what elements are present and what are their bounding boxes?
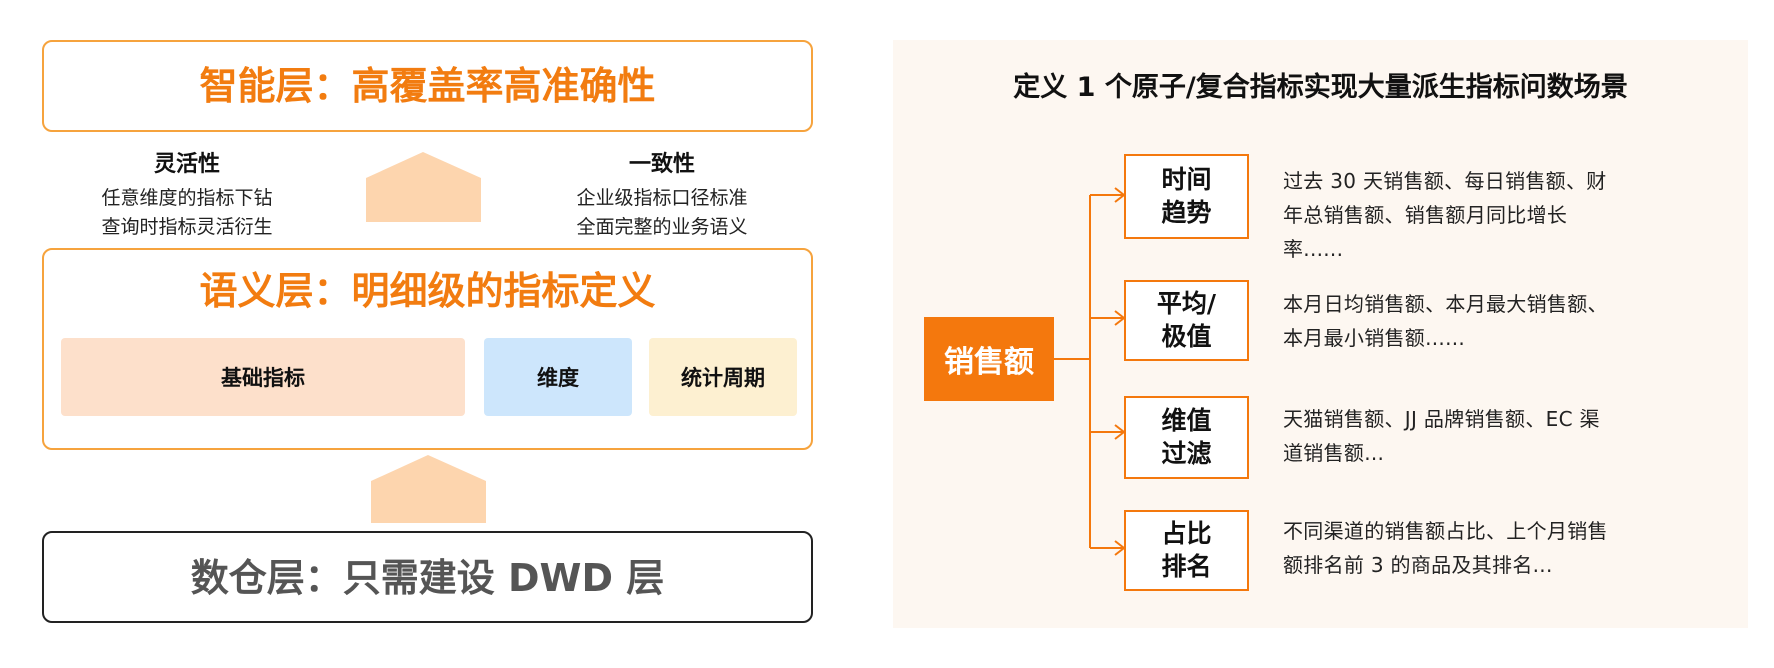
intelligent-layer-title: 智能层：高覆盖率高准确性: [199, 64, 656, 108]
category-label: 过滤: [1161, 438, 1212, 468]
root-metric-node: 销售额: [924, 317, 1054, 401]
up-arrow-icon: [371, 455, 486, 523]
flexibility-title: 灵活性: [153, 152, 220, 177]
consistency-line: 全面完整的业务语义: [576, 216, 748, 238]
category-description: 过去 30 天销售额、每日销售额、财 年总销售额、销售额月同比增长 率.....…: [1283, 164, 1723, 266]
category-label: 占比: [1161, 519, 1212, 548]
desc-line: 率......: [1283, 237, 1344, 261]
consistency-feature: 一致性 企业级指标口径标准 全面完整的业务语义: [532, 146, 792, 239]
consistency-title: 一致性: [628, 152, 695, 177]
desc-line: 额排名前 3 的商品及其排名...: [1283, 553, 1553, 577]
panel-title: 定义 1 个原子/复合指标实现大量派生指标问数场景: [1013, 72, 1628, 103]
flexibility-line: 查询时指标灵活衍生: [101, 216, 273, 238]
base-metrics-block: 基础指标: [61, 338, 465, 416]
category-label: 时间: [1161, 165, 1212, 194]
category-description: 不同渠道的销售额占比、上个月销售 额排名前 3 的商品及其排名...: [1283, 514, 1723, 582]
category-value-filter: 维值 过滤: [1124, 396, 1249, 479]
warehouse-layer-title: 数仓层：只需建设 DWD 层: [190, 556, 665, 600]
warehouse-layer: 数仓层：只需建设 DWD 层: [42, 531, 813, 623]
category-label: 平均/: [1156, 289, 1217, 318]
desc-line: 本月最小销售额......: [1283, 326, 1466, 350]
up-arrow-icon: [366, 152, 481, 222]
category-description: 天猫销售额、JJ 品牌销售额、EC 渠 道销售额...: [1283, 402, 1723, 470]
category-description: 本月日均销售额、本月最大销售额、 本月最小销售额......: [1283, 287, 1723, 355]
flexibility-line: 任意维度的指标下钻: [101, 187, 273, 209]
intelligent-layer: 智能层：高覆盖率高准确性: [42, 40, 813, 132]
category-label: 极值: [1161, 321, 1212, 351]
desc-line: 本月日均销售额、本月最大销售额、: [1283, 292, 1608, 316]
statistical-period-block: 统计周期: [649, 338, 797, 416]
desc-line: 年总销售额、销售额月同比增长: [1283, 203, 1568, 227]
dimension-block: 维度: [484, 338, 632, 416]
desc-line: 不同渠道的销售额占比、上个月销售: [1283, 519, 1608, 543]
category-average-extreme: 平均/ 极值: [1124, 280, 1249, 361]
desc-line: 天猫销售额、JJ 品牌销售额、EC 渠: [1283, 407, 1600, 431]
desc-line: 道销售额...: [1283, 441, 1385, 465]
category-share-ranking: 占比 排名: [1124, 510, 1249, 591]
category-label: 趋势: [1161, 197, 1212, 227]
consistency-line: 企业级指标口径标准: [576, 187, 748, 209]
flexibility-feature: 灵活性 任意维度的指标下钻 查询时指标灵活衍生: [57, 146, 317, 239]
desc-line: 过去 30 天销售额、每日销售额、财: [1283, 169, 1607, 193]
derived-metrics-panel: 定义 1 个原子/复合指标实现大量派生指标问数场景 销售额 时间 趋势 过去 3…: [893, 40, 1748, 628]
semantic-layer: 语义层：明细级的指标定义 基础指标 维度 统计周期: [42, 248, 813, 450]
category-label: 排名: [1161, 551, 1212, 581]
semantic-layer-title: 语义层：明细级的指标定义: [199, 269, 656, 313]
category-time-trend: 时间 趋势: [1124, 154, 1249, 239]
category-label: 维值: [1161, 406, 1212, 435]
